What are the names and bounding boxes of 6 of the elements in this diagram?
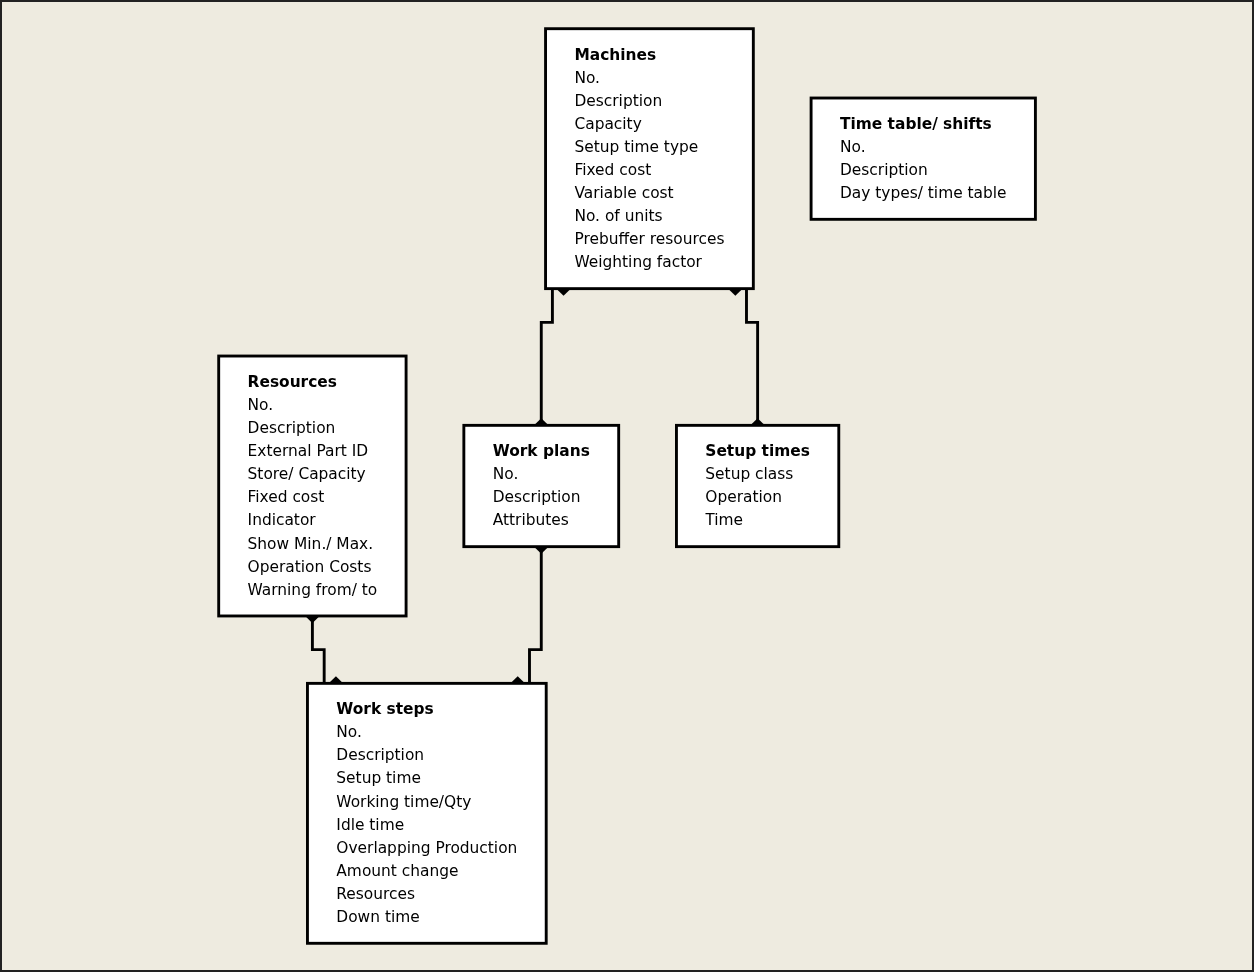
node-box: Machines No. Description Capacity Setup time type Fixed cost Variable cost No. of units Prebuffer resources Weighting factor xyxy=(544,27,755,291)
node-box: Work plans No. Description Attributes xyxy=(462,423,621,549)
node-box: Work steps No. Description Setup time Working time/Qty Idle time Overlapping Production Amount change Resources Down time xyxy=(305,681,548,945)
node-box: Setup times Setup class Operation Time xyxy=(674,423,841,549)
node-box: Time table/ shifts No. Description Day types/ time table xyxy=(809,96,1037,221)
node-box: Resources No. Description External Part ID Store/ Capacity Fixed cost Indicator Show Min./ Max. Operation Costs Warning from/ to xyxy=(217,354,408,618)
